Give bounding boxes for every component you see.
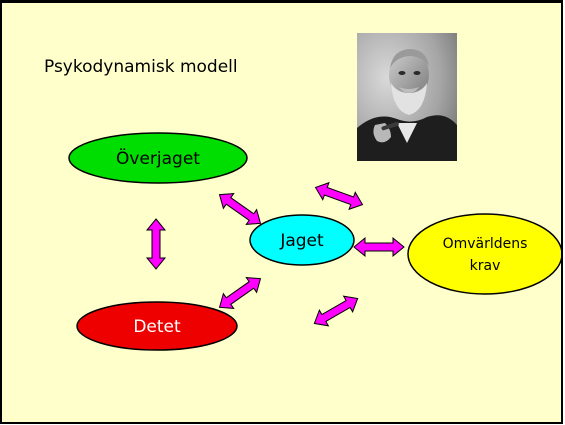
node-overjaget: Överjaget xyxy=(68,132,248,184)
slide-title: Psykodynamisk modell xyxy=(44,57,238,77)
arrow-overjaget-jaget xyxy=(213,186,267,232)
arrow-detet-jaget xyxy=(213,270,267,316)
arrow-upper-environment xyxy=(311,178,367,214)
model-diagram: Överjaget Jaget Detet Omvärldens krav xyxy=(68,132,561,351)
arrow-lower-environment xyxy=(309,290,363,332)
node-omvarldens-krav: Omvärldens krav xyxy=(407,213,561,295)
arrow-overjaget-detet xyxy=(146,218,166,270)
node-overjaget-label: Överjaget xyxy=(116,147,200,169)
arrow-jaget-omvarlden xyxy=(353,237,405,257)
node-detet: Detet xyxy=(76,301,238,351)
node-omvarldens-label-line1: Omvärldens xyxy=(443,236,528,252)
portrait-photo xyxy=(357,33,457,161)
node-jaget-label: Jaget xyxy=(279,231,324,251)
node-detet-label: Detet xyxy=(133,317,181,337)
node-jaget: Jaget xyxy=(249,214,355,266)
node-omvarldens-label-line2: krav xyxy=(470,258,501,274)
